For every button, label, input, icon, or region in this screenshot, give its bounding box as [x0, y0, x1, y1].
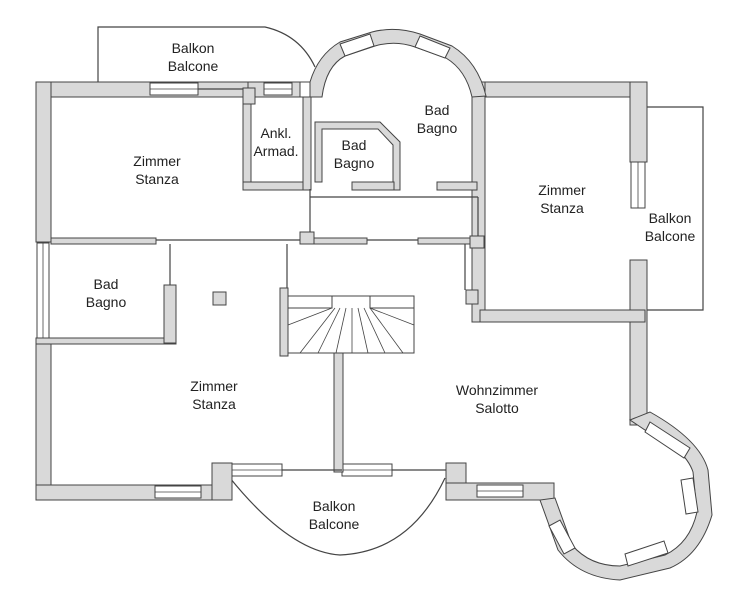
interior-walls [35, 87, 485, 473]
balcony-outlines [97, 26, 704, 556]
staircase [287, 295, 415, 354]
thin-lines [156, 88, 479, 471]
bay-top [299, 28, 487, 98]
bay-bottom-right [539, 411, 713, 581]
label-ankl-armad: Ankl.Armad. [253, 125, 298, 159]
windows [36, 82, 646, 499]
